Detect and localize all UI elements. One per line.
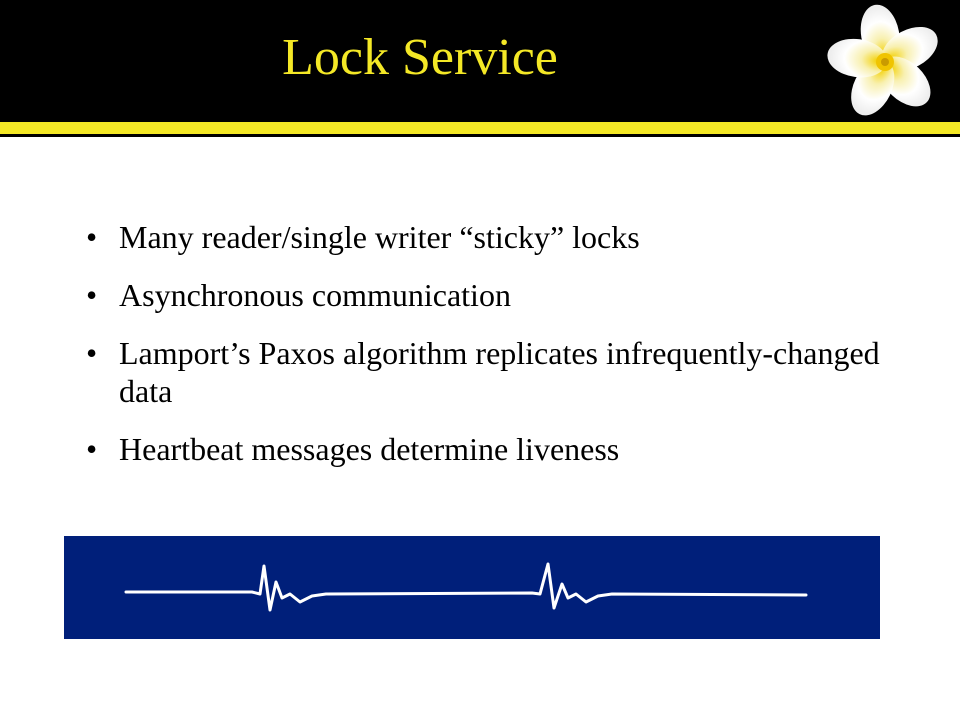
list-item: • Lamport’s Paxos algorithm replicates in… [86,334,886,410]
bullet-marker: • [86,335,98,371]
bullet-list: • Many reader/single writer “sticky” lock… [86,218,886,488]
list-item: • Heartbeat messages determine liveness [86,430,886,468]
bullet-text: Heartbeat messages determine liveness [119,431,620,467]
bullet-marker: • [86,277,98,313]
bullet-text: Asynchronous communication [119,277,511,313]
list-item: • Asynchronous communication [86,276,886,314]
bullet-text: Many reader/single writer “sticky” locks [119,219,640,255]
heartbeat-waveform-icon [124,562,808,612]
bullet-marker: • [86,219,98,255]
heartbeat-panel [64,536,880,639]
bullet-text: Lamport’s Paxos algorithm replicates inf… [119,335,880,409]
slide-header: Lock Service [0,0,960,122]
list-item: • Many reader/single writer “sticky” lock… [86,218,886,256]
bullet-marker: • [86,431,98,467]
plumeria-flower-icon [827,4,938,116]
header-rule [0,122,960,137]
slide-title: Lock Service [282,29,558,86]
